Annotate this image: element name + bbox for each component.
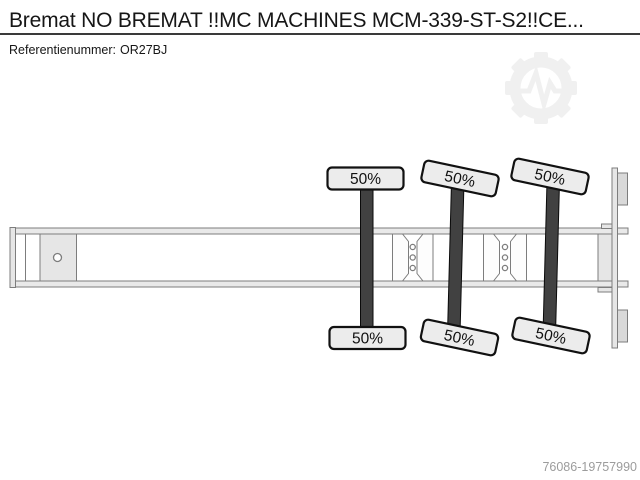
front-end-cap [9,227,16,288]
title-divider [0,33,640,35]
chassis-bottom-rail [9,280,629,288]
axle-beam-1 [360,175,374,341]
axle1-bottom-load-label: 50% [352,331,383,348]
wheel-load-axle1-top: 50% [326,166,405,191]
crossmember [392,233,434,282]
kingpin-hole [52,252,63,263]
reference-number: Referentienummer: OR27BJ [9,43,167,57]
reference-label: Referentienummer: [9,43,116,57]
axle2-top-load-label: 50% [443,168,477,191]
wheel-load-axle1-bottom: 50% [328,325,407,351]
rear-end-plate [611,167,618,349]
wheel-load-axle3-top: 50% [510,157,590,196]
rear-bracket-top [617,172,628,206]
chassis-top-rail [9,227,629,235]
crossmember [483,233,527,282]
page-title: Bremat NO BREMAT !!MC MACHINES MCM-339-S… [9,9,584,32]
axle-beam-2 [446,175,465,341]
axle1-top-load-label: 50% [350,171,381,188]
wheel-load-axle2-bottom: 50% [419,318,500,357]
reference-value: OR27BJ [120,43,168,57]
gear-heartbeat-watermark-icon [505,52,577,124]
rear-bracket-bottom [617,309,628,343]
listing-id: 76086-19757990 [542,460,637,474]
wheel-load-axle3-bottom: 50% [511,316,591,355]
axle2-bottom-load-label: 50% [442,327,476,350]
rear-end-assembly [597,167,628,349]
axle3-top-load-label: 50% [533,166,567,189]
kingpin-plate [39,233,77,282]
axle3-bottom-load-label: 50% [534,325,568,348]
wheel-load-axle2-top: 50% [420,159,500,198]
axle-beam-3 [542,175,561,341]
